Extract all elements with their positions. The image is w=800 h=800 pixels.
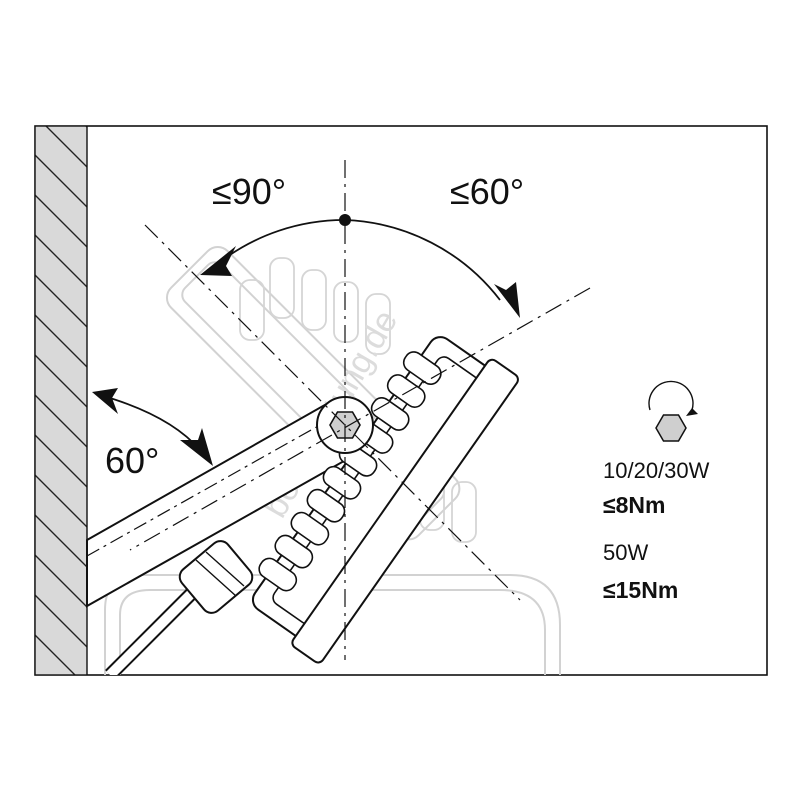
angle-label-wall: 60° bbox=[105, 440, 159, 481]
spec1-power: 10/20/30W bbox=[603, 458, 710, 483]
spec1-torque: ≤8Nm bbox=[603, 492, 665, 518]
axis-lines bbox=[129, 160, 591, 660]
spec2-torque: ≤15Nm bbox=[603, 577, 678, 603]
pivot-dot bbox=[339, 214, 351, 226]
arrow-heads bbox=[92, 246, 520, 466]
wall bbox=[35, 126, 88, 675]
angle-label-left: ≤90° bbox=[212, 171, 286, 212]
cable-gland bbox=[105, 540, 254, 675]
hex-nut-rotate-icon bbox=[648, 380, 698, 442]
lamp-body bbox=[251, 336, 519, 664]
spec2-power: 50W bbox=[603, 540, 648, 565]
angle-label-right: ≤60° bbox=[450, 171, 524, 212]
